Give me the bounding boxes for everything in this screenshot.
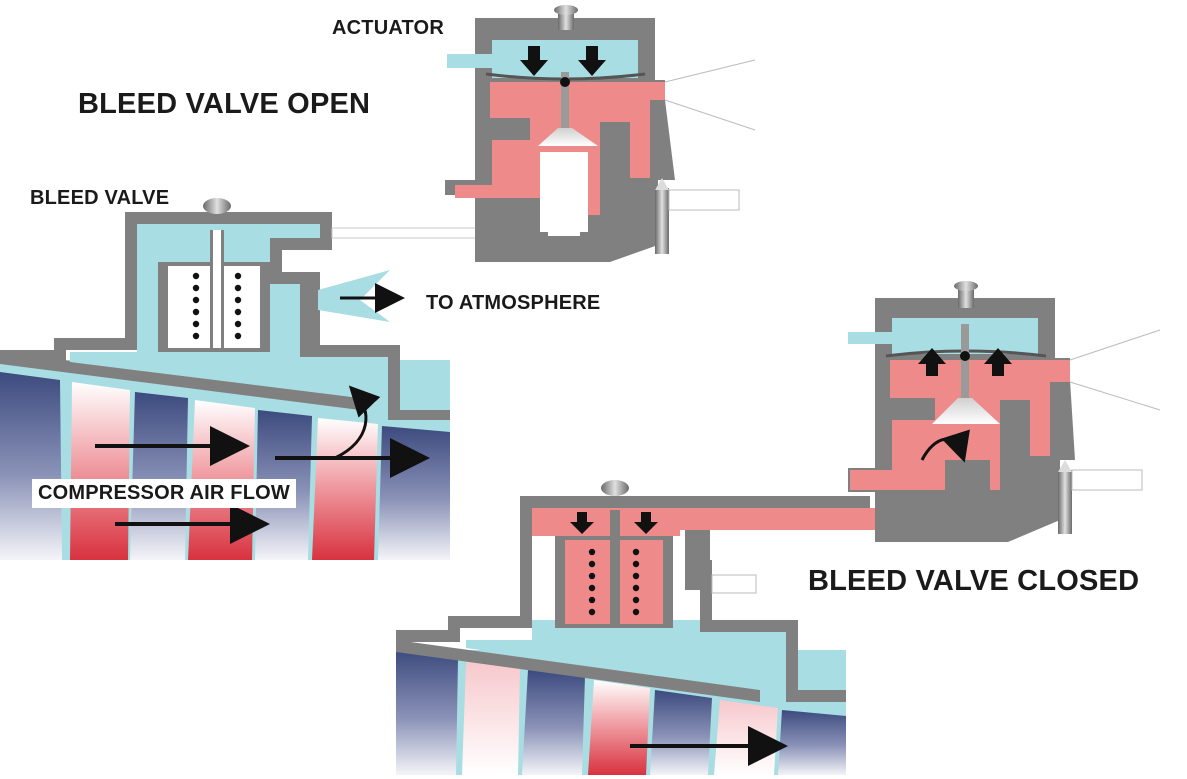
spring-dots [588,548,640,616]
blade [130,392,188,560]
arrow-up-icon [918,348,946,376]
blade [396,650,458,775]
open-compressor-section [0,198,481,560]
actuator-pressure-chamber [850,360,1070,490]
blade [312,418,378,560]
poppet-valve [932,398,1000,424]
spring-dots [192,272,242,340]
blade [714,700,778,775]
arrow-down-icon [578,46,606,76]
blade [378,426,450,560]
bleed-flow-arrow [334,385,381,460]
blade [462,662,520,775]
poppet-valve [538,128,598,146]
closed-actuator [848,281,1161,542]
cap-screw [601,480,629,496]
arrow-down-icon [570,512,594,534]
bleed-valve-closed-title: BLEED VALVE CLOSED [808,565,1140,597]
closed-compressor-section [396,480,875,775]
compressor-air-flow-label: COMPRESSOR AIR FLOW [32,479,296,508]
arrow-down-icon [520,46,548,76]
actuator-label: ACTUATOR [332,17,444,39]
signal-line-pressurized [680,508,875,530]
blade [650,690,712,775]
casing-wall [0,352,360,410]
blade [778,710,846,775]
open-actuator [445,5,756,262]
closed-valve-chamber [466,620,786,702]
blade [0,372,62,560]
pressure-flow-arrow [920,429,970,463]
to-atmosphere-label: TO ATMOSPHERE [426,292,601,314]
blade [588,680,650,775]
actuator-pressure-chamber [455,82,665,215]
casing-wall [396,640,760,702]
blade [70,382,130,560]
blade [522,670,585,775]
bleed-valve-open-title: BLEED VALVE OPEN [78,88,371,120]
bleed-valve-label: BLEED VALVE [30,187,170,209]
arrow-down-icon [634,512,658,534]
cap-screw [203,198,231,214]
arrow-up-icon [984,348,1012,376]
vent-nozzle [318,270,390,322]
